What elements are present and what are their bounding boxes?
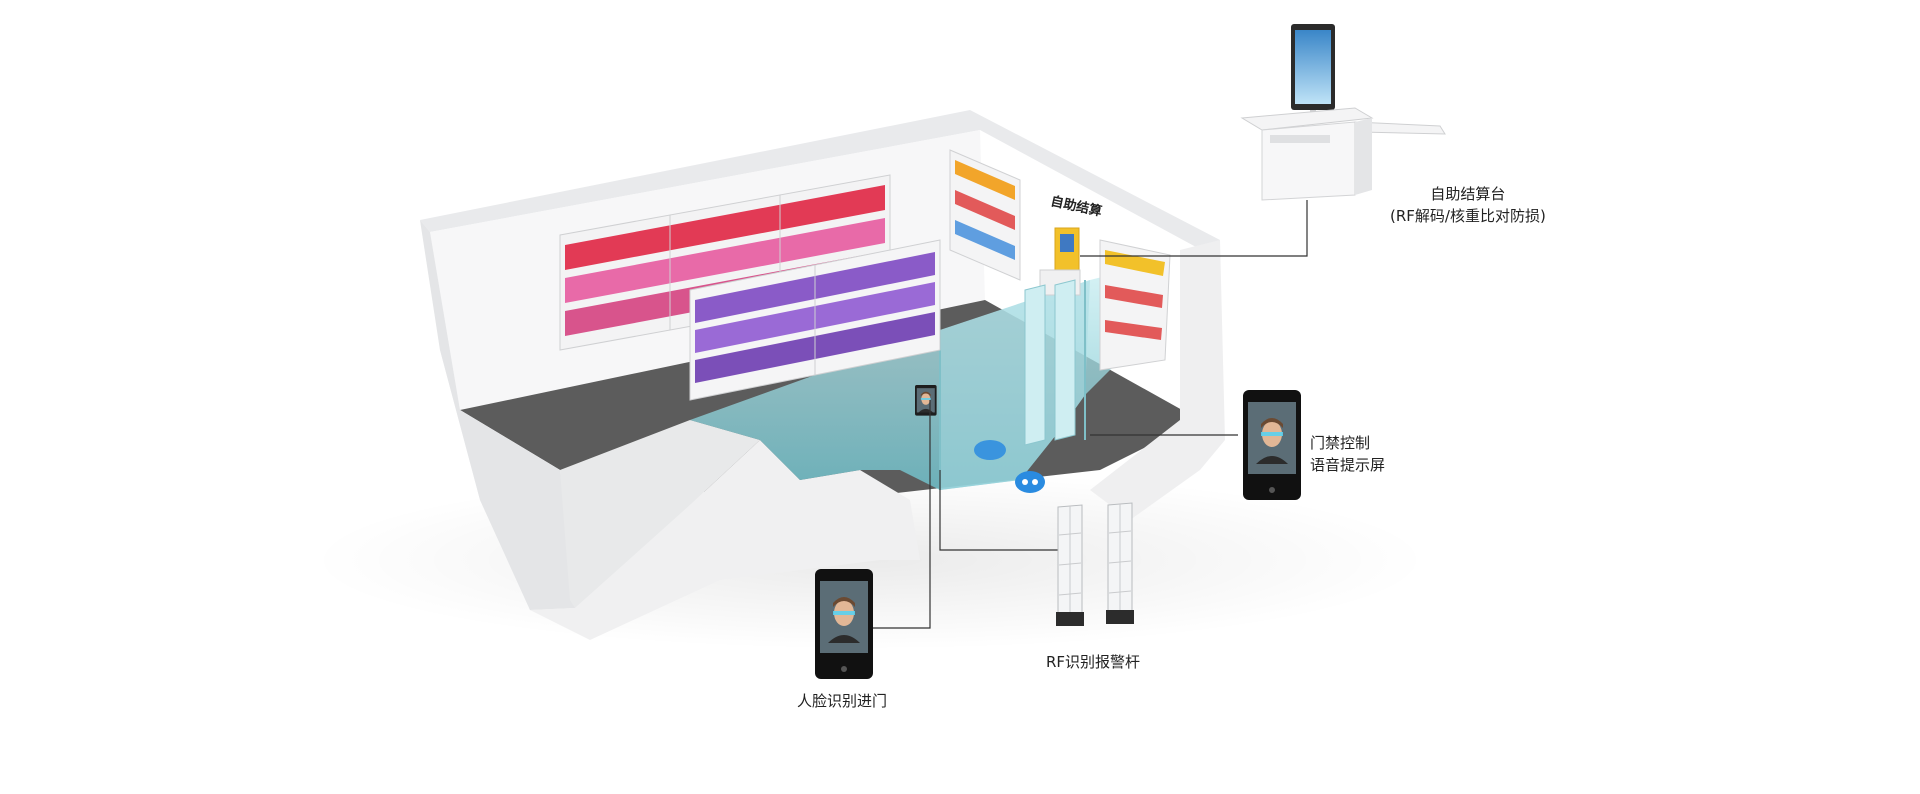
- face-recognition-terminal-left: [815, 569, 873, 679]
- right-wall: [1090, 240, 1225, 520]
- callout-access-control-line1: 门禁控制: [1310, 434, 1371, 452]
- front-wall-left: [530, 440, 920, 640]
- store-sign: 自助结算: [1049, 193, 1103, 219]
- callout-rf-alarm: RF识别报警杆: [1046, 652, 1140, 674]
- callout-access-control-line2: 语音提示屏: [1310, 455, 1386, 474]
- callout-access-control: 门禁控制 语音提示屏: [1310, 433, 1385, 477]
- callout-self-checkout: 自助结算台 (RF解码/核重比对防损): [1390, 184, 1546, 228]
- self-checkout-kiosk: [1240, 24, 1446, 201]
- inner-rf-gate: [1024, 279, 1076, 446]
- wall-top-back: [420, 110, 1220, 260]
- inner-face-terminal: [915, 385, 937, 416]
- leader-line-face-entry: [873, 400, 931, 629]
- footprint-icon: [974, 440, 1045, 493]
- callout-face-entry: 人脸识别进门: [797, 691, 887, 713]
- callout-self-checkout-title: 自助结算台: [1430, 185, 1506, 203]
- leader-line-rf-alarm: [939, 470, 1060, 551]
- right-wall-shelves: [949, 149, 1171, 371]
- front-wall-left-top: [560, 420, 760, 608]
- leader-line-checkout: [1080, 200, 1308, 257]
- leader-lines: [873, 200, 1308, 629]
- left-wall-edge: [420, 220, 575, 610]
- callout-rf-alarm-title: RF识别报警杆: [1046, 653, 1141, 671]
- center-island-shelves: [689, 239, 941, 401]
- face-recognition-terminal-right: [1243, 390, 1301, 500]
- callout-self-checkout-subtitle: (RF解码/核重比对防损): [1390, 206, 1546, 225]
- rf-security-gate: [1056, 502, 1134, 626]
- callout-face-entry-title: 人脸识别进门: [797, 692, 888, 710]
- entry-glass-floor: [940, 280, 1090, 490]
